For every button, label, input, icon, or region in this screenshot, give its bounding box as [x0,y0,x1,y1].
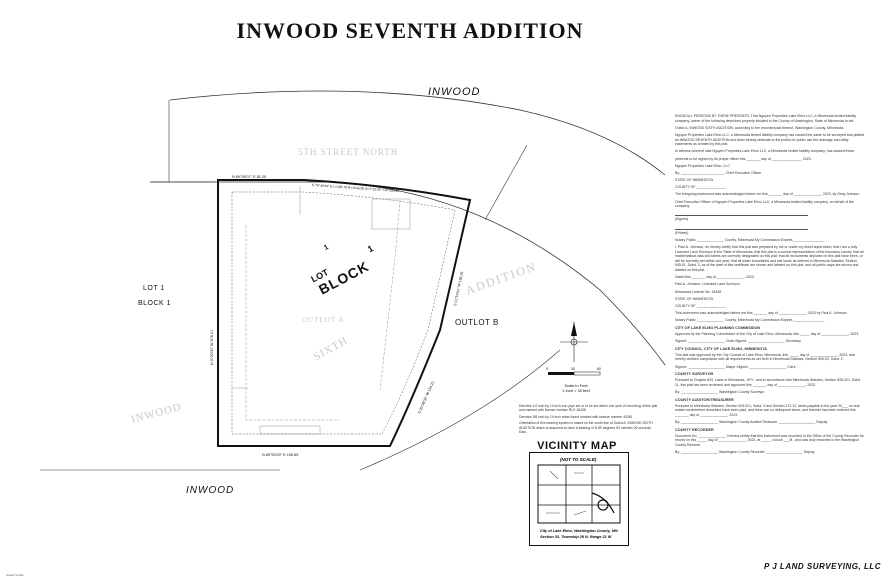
parcel-boundary [217,179,472,447]
road-inwood-north-edge [169,90,666,176]
note-legal: Outlot A, INWOOD SIXTH ADDITION, accordi… [675,125,845,130]
note-notary-1: Notary Public ______________ County, Min… [675,237,825,242]
plat-title: INWOOD SEVENTH ADDITION [236,18,584,43]
scale-bar [548,371,601,376]
note-planning: Approved by the Planning Commission of t… [675,331,860,336]
dimension-line-right [484,144,528,221]
road-inwood-east [359,349,561,471]
note-presents: presents to be signed by its proper offi… [675,156,812,161]
planning-heading: CITY OF LAKE ELMO PLANNING COMMISSION [675,325,761,330]
legend-item-3: Orientation of this bearing system is ba… [519,421,653,435]
certification-notes: KNOW ALL PERSONS BY THESE PRESENTS: That… [675,114,865,457]
note-ack-1: The foregoing instrument was acknowledge… [675,192,860,197]
label-block-number: 1 [366,243,375,254]
vicinity-caption-1: City of Lake Elmo, Washington County, MN [540,529,618,533]
note-ack-1b: Chief Executive Officer of Nguyen Proper… [675,199,854,209]
note-mayor: Signed: ___________________ Mayor Signed… [675,364,796,369]
easement-box-bottom [259,425,321,435]
scale-ratio: 1 inch = 30 feet [562,388,590,393]
bearing-left: N 0°00'00" W 576.21 [210,330,214,365]
council-heading: CITY COUNCIL, CITY OF LAKE ELMO, MINNESO… [675,346,767,351]
vicinity-map: (NOT TO SCALE) City of Lake Elmo, Washin… [529,452,629,546]
note-company: Nguyen Properties Lake Elmo, LLC [675,163,730,168]
scale-tick-60: 60 [597,367,601,371]
note-county-surveyor: Pursuant to Chapter 820, Laws of Minneso… [675,378,862,387]
label-block1-left: BLOCK 1 [138,300,171,307]
vicinity-site-marker [597,499,609,511]
scale-text: Scale in Feet 1 inch = 30 feet [546,383,606,393]
note-state-2: STATE OF MINNESOTA [675,296,714,301]
note-dated: Dated this _______ day of ______________… [675,275,755,280]
bearing-top: N 89°55'07" E 82.25 [232,175,266,179]
interior-line-1 [245,225,340,421]
vicinity-not-to-scale: (NOT TO SCALE) [560,457,597,462]
plat-drawing: INWOOD 5TH STREET NORTH ADDITION SIXTH O… [40,86,666,496]
vicinity-caption-2: Section 33, Township 29 N, Range 21 W [540,535,612,539]
legend-item-2: Denotes 5/8 inch by 14 inch rebar found … [519,414,633,419]
lot-block-label: LOT 1 BLOCK 1 [309,243,375,297]
auditor-heading: COUNTY AUDITOR/TREASURER [675,397,734,402]
label-inwood-bottom: INWOOD [186,485,234,496]
note-surveyor-cert: I, Paul A. Johnson, do hereby certify th… [675,245,864,272]
scale-tick-30: 30 [571,367,575,371]
note-ack-2: This instrument was acknowledged before … [675,311,848,316]
surveyor-company: P J LAND SURVEYING, LLC [764,562,881,571]
label-outlot-a: OUTLOT A [302,316,344,324]
easement-box-top [371,198,411,230]
file-note: Inwood 7th Add. [6,574,24,577]
note-county-1: COUNTY OF _______________ [675,185,726,190]
bearing-bottom: N 89°53'00" E 195.65 [262,453,298,457]
recorder-heading: COUNTY RECORDER [675,427,714,432]
north-arrow-icon [560,322,588,362]
easement-line-north [232,191,456,211]
note-chair: Signed: ___________________ Chair Signed… [675,339,801,344]
label-inwood-top: INWOOD [428,86,480,98]
legend-item-1: Denotes 1/2 inch by 14 inch iron pipe se… [519,404,658,413]
road-5th-street-south-edge [150,181,666,366]
note-signed: (Signed) [675,217,689,222]
interior-line-2 [379,199,401,391]
note-surveyor-name: Paul A. Johnson, Licensed Land Surveyor [675,282,740,287]
note-witness: In witness whereof said Nguyen Propertie… [675,149,855,154]
bearing-arc: S 76°40'44" E L=195.70 R=1545.00 D=7°15'… [312,183,400,193]
label-lot1-left: LOT 1 [143,285,165,292]
note-recorder: Document No. ______________ I hereby cer… [675,433,864,448]
label-lot-number: 1 [323,244,330,252]
note-auditor: Pursuant to Minnesota Statutes, Section … [675,403,860,417]
county-surveyor-heading: COUNTY SURVEYOR [675,372,714,377]
note-council: This plat was approved by the City Counc… [675,352,855,362]
note-license: Minnesota License No. 18438 [675,289,722,294]
note-notary-2: Notary Public ______________ County, Min… [675,318,825,323]
easement-line-east [381,209,456,435]
vicinity-map-drawing: (NOT TO SCALE) City of Lake Elmo, Washin… [537,457,621,539]
note-auditor-sig: By: ___________________ Washington Count… [675,420,828,425]
bearing-lower-right: S 20°08'33" W 134.22 [417,381,435,415]
note-state-1: STATE OF MINNESOTA [675,178,714,183]
note-know-all: KNOW ALL PERSONS BY THESE PRESENTS: That… [675,114,857,123]
legend: Denotes 1/2 inch by 14 inch iron pipe se… [519,404,659,436]
label-5th-street-north: 5TH STREET NORTH [298,147,398,157]
label-addition: ADDITION [464,259,539,298]
note-caused: Nguyen Properties Lake Elmo LLC, a Minne… [675,132,865,147]
label-outlot-b: OUTLOT B [455,318,499,327]
vicinity-map-title: VICINITY MAP [537,440,617,452]
note-recorder-sig: By: ___________________ Washington Count… [675,450,815,455]
scale-label: Scale in Feet [564,383,588,388]
note-county-2: COUNTY OF _______________ [675,303,726,308]
note-by-officer: By: ______________________, Chief Execut… [675,170,762,175]
label-inwood-left: INWOOD [130,401,183,426]
label-sixth: SIXTH [312,334,350,363]
note-printed: (Printed) [675,230,689,235]
bearing-right: S 11°10'41" W 196.25 [453,271,464,306]
note-county-surveyor-sig: By: ___________________ Washington Count… [675,390,765,395]
scale-tick-0: 0 [546,367,548,371]
